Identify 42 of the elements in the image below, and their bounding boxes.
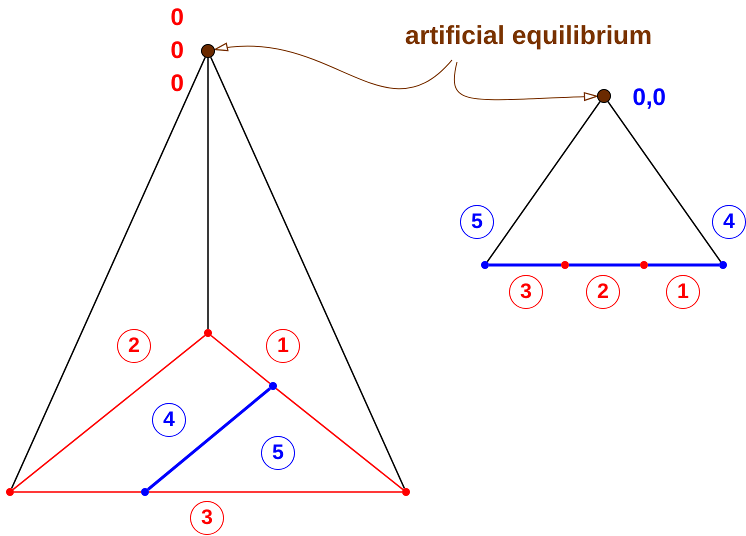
edge-line	[149, 491, 402, 493]
vertex-dot	[204, 329, 212, 337]
vertex-dot	[597, 89, 611, 103]
circled-label: 3	[190, 501, 224, 535]
payoff-label: 0	[170, 72, 184, 96]
vertex-dot	[640, 261, 648, 269]
edge-line	[12, 334, 206, 490]
edge-line	[147, 387, 271, 491]
vertex-dot	[402, 488, 410, 496]
leader-arrow	[214, 44, 452, 90]
circled-label: 3	[509, 275, 543, 309]
circled-label: 4	[712, 205, 746, 239]
circled-label: 2	[117, 329, 151, 363]
edge-line	[210, 334, 270, 384]
vertex-dot	[719, 261, 727, 269]
edge-line	[10, 57, 206, 489]
circled-label: 2	[586, 275, 620, 309]
circled-label: 4	[152, 403, 186, 437]
circled-label: 5	[261, 436, 295, 470]
annotation-text: artificial equilibrium	[405, 22, 652, 48]
vertex-dot	[269, 382, 277, 390]
edge-line	[207, 58, 209, 329]
circled-label: 5	[460, 205, 494, 239]
circled-label: 1	[266, 329, 300, 363]
payoff-label: 0,0	[632, 86, 666, 110]
leader-arrow	[454, 62, 598, 102]
vertex-dot	[201, 44, 215, 58]
edge-line	[14, 491, 141, 493]
vertex-dot	[6, 488, 14, 496]
circled-label: 1	[666, 275, 700, 309]
vertex-dot	[141, 488, 149, 496]
edge-line	[607, 101, 722, 262]
payoff-label: 0	[170, 6, 184, 30]
edge-line	[276, 388, 404, 490]
edge-line	[486, 101, 601, 262]
edge-line	[648, 264, 719, 266]
vertex-dot	[561, 261, 569, 269]
vertex-dot	[481, 261, 489, 269]
edge-line	[489, 264, 561, 266]
payoff-label: 0	[170, 39, 184, 63]
edge-line	[210, 57, 406, 489]
edge-line	[569, 264, 640, 266]
